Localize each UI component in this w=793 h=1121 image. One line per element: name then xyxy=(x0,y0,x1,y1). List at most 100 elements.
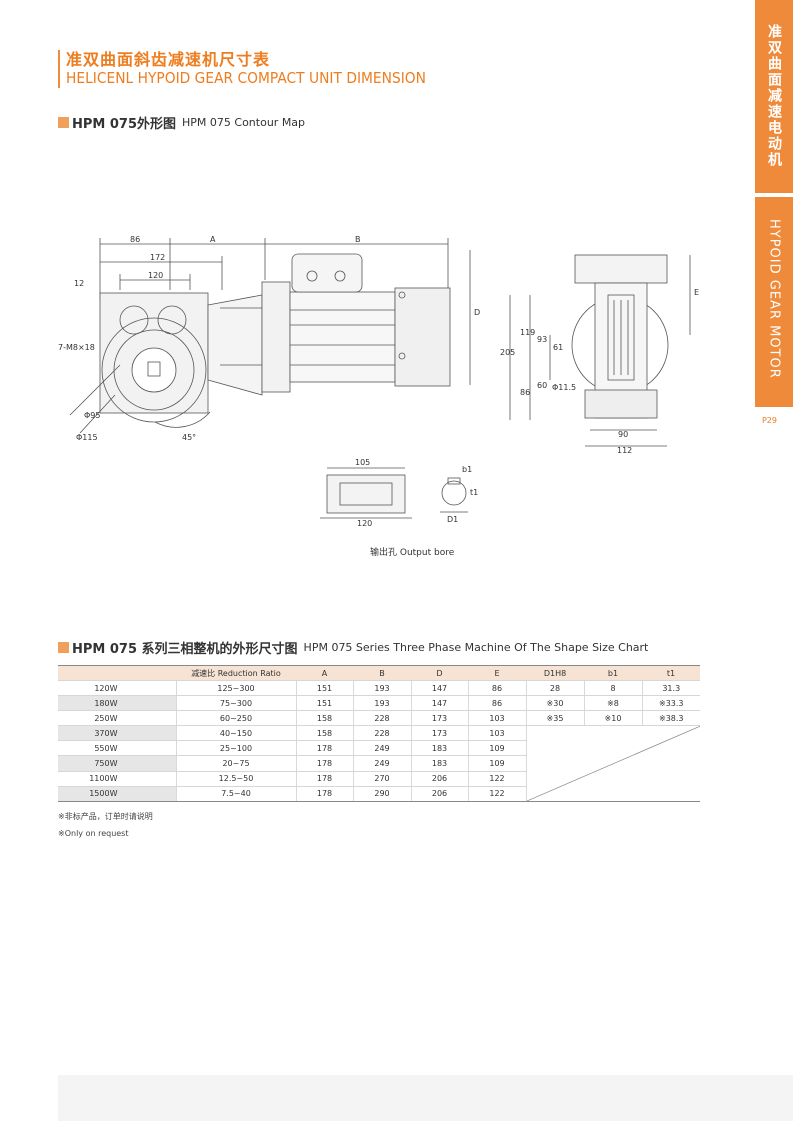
bore-105: 105 xyxy=(355,458,370,467)
table-cell: 8 xyxy=(583,680,642,696)
dimension-table: 减速比 Reduction Ratio A B D E D1H8 b1 t1 1… xyxy=(58,665,700,803)
contour-heading: HPM 075外形图 HPM 075 Contour Map xyxy=(58,113,305,132)
side-tab-en[interactable]: HYPOID GEAR MOTOR xyxy=(755,197,793,407)
dim-86: 86 xyxy=(130,235,140,244)
table-cell: 151 xyxy=(295,695,353,711)
table-row: 750W 20~75 178 249 183 109 xyxy=(58,755,700,772)
dim-phi95: Φ95 xyxy=(84,411,100,420)
table-cell: 173 xyxy=(410,725,468,742)
table-cell: 178 xyxy=(295,786,353,803)
table-cell: 193 xyxy=(352,695,411,711)
dim-86b: 86 xyxy=(520,388,530,397)
dim-90: 90 xyxy=(618,430,628,439)
table-cell: 40~150 xyxy=(175,725,296,742)
table-cell: ※38.3 xyxy=(641,710,700,726)
table-cell: 249 xyxy=(352,755,411,772)
contour-drawing: 86 A B 172 120 12 7-M8×18 Φ95 Φ115 45° D… xyxy=(58,235,699,528)
table-cell: 12.5~50 xyxy=(175,771,296,787)
footnotes: ※非标产品，订单时请说明 ※Only on request xyxy=(58,808,153,842)
power-cell: 120W xyxy=(58,680,176,696)
table-cell: 158 xyxy=(295,710,353,726)
bore-b1: b1 xyxy=(462,465,472,474)
diagonal-line-icon xyxy=(526,726,700,801)
bore-d1: D1 xyxy=(447,515,458,524)
table-row: 120W 125~300 151 193 147 86 28 8 31.3 xyxy=(58,680,700,696)
table-row: 1500W 7.5~40 178 290 206 122 xyxy=(58,786,700,803)
dim-b: B xyxy=(355,235,361,244)
table-cell: 178 xyxy=(295,740,353,757)
power-cell: 750W xyxy=(58,755,176,772)
table-cell: 147 xyxy=(410,695,468,711)
dim-45: 45° xyxy=(182,433,196,442)
table-cell: 60~250 xyxy=(175,710,296,726)
header-cell: A xyxy=(296,665,353,681)
side-tab-cn[interactable]: 准双曲面减速电动机 xyxy=(755,0,793,193)
page-footer-band xyxy=(58,1075,793,1121)
dim-120: 120 xyxy=(148,271,163,280)
table-cell: 270 xyxy=(352,771,411,787)
dim-93: 93 xyxy=(537,335,547,344)
chart-heading-en: HPM 075 Series Three Phase Machine Of Th… xyxy=(303,641,649,654)
chart-heading-cn: HPM 075 系列三相整机的外形尺寸图 xyxy=(72,642,298,657)
table-row: 370W 40~150 158 228 173 103 xyxy=(58,725,700,802)
title-cn: 准双曲面斜齿减速机尺寸表 xyxy=(66,50,271,69)
dim-thread: 7-M8×18 xyxy=(58,343,95,352)
table-row: 250W 60~250 158 228 173 103 ※35 ※10 ※38.… xyxy=(58,710,700,726)
header-cell: D xyxy=(411,665,468,681)
table-cell: ※8 xyxy=(583,695,642,711)
power-cell: 250W xyxy=(58,710,176,726)
dim-60: 60 xyxy=(537,381,547,390)
header-cell: 减速比 Reduction Ratio xyxy=(176,665,296,681)
page-title: 准双曲面斜齿减速机尺寸表 HELICENL HYPOID GEAR COMPAC… xyxy=(58,50,457,88)
header-cell: B xyxy=(353,665,411,681)
power-cell: 180W xyxy=(58,695,176,711)
table-cell: 178 xyxy=(295,755,353,772)
contour-heading-cn: HPM 075外形图 xyxy=(72,117,177,132)
table-header-row: 减速比 Reduction Ratio A B D E D1H8 b1 t1 xyxy=(58,665,700,681)
bore-t1: t1 xyxy=(470,488,478,497)
note-cn: ※非标产品，订单时请说明 xyxy=(58,812,153,821)
table-cell: 206 xyxy=(410,771,468,787)
power-cell: 370W xyxy=(58,725,176,742)
table-cell: 20~75 xyxy=(175,755,296,772)
table-cell: 158 xyxy=(295,725,353,742)
chart-heading: HPM 075 系列三相整机的外形尺寸图 HPM 075 Series Thre… xyxy=(58,638,648,657)
table-cell: ※30 xyxy=(525,695,584,711)
heading-square-icon xyxy=(58,642,69,653)
dim-phi115: Φ115 xyxy=(76,433,98,442)
note-en: ※Only on request xyxy=(58,829,129,838)
table-cell: 75~300 xyxy=(175,695,296,711)
table-cell: 122 xyxy=(467,771,526,787)
dim-205: 205 xyxy=(500,348,515,357)
dim-119: 119 xyxy=(520,328,535,337)
power-cell: 550W xyxy=(58,740,176,757)
table-row: 550W 25~100 178 249 183 109 xyxy=(58,740,700,757)
table-cell: 7.5~40 xyxy=(175,786,296,803)
table-cell: 122 xyxy=(467,786,526,803)
contour-heading-en: HPM 075 Contour Map xyxy=(182,116,306,129)
table-cell: 183 xyxy=(410,740,468,757)
table-cell: 206 xyxy=(410,786,468,803)
table-cell: ※35 xyxy=(525,710,584,726)
table-cell: 193 xyxy=(352,680,411,696)
table-cell: ※33.3 xyxy=(641,695,700,711)
header-cell xyxy=(58,665,176,681)
table-cell: 109 xyxy=(467,740,526,757)
header-cell: E xyxy=(468,665,526,681)
table-cell: 31.3 xyxy=(641,680,700,696)
table-cell: 183 xyxy=(410,755,468,772)
power-cell: 1100W xyxy=(58,771,176,787)
page-number: P29 xyxy=(761,416,777,425)
dim-a: A xyxy=(210,235,216,244)
table-cell: 109 xyxy=(467,755,526,772)
dim-e: E xyxy=(694,288,699,297)
title-en: HELICENL HYPOID GEAR COMPACT UNIT DIMENS… xyxy=(66,69,426,87)
table-row: 1100W 12.5~50 178 270 206 122 xyxy=(58,771,700,787)
table-cell: 25~100 xyxy=(175,740,296,757)
dim-d: D xyxy=(474,308,480,317)
table-cell: 228 xyxy=(352,725,411,742)
dim-172: 172 xyxy=(150,253,165,262)
output-bore-caption: 输出孔 Output bore xyxy=(370,548,455,558)
table-cell: 103 xyxy=(467,725,526,742)
dim-phi11: Φ11.5 xyxy=(552,383,576,392)
